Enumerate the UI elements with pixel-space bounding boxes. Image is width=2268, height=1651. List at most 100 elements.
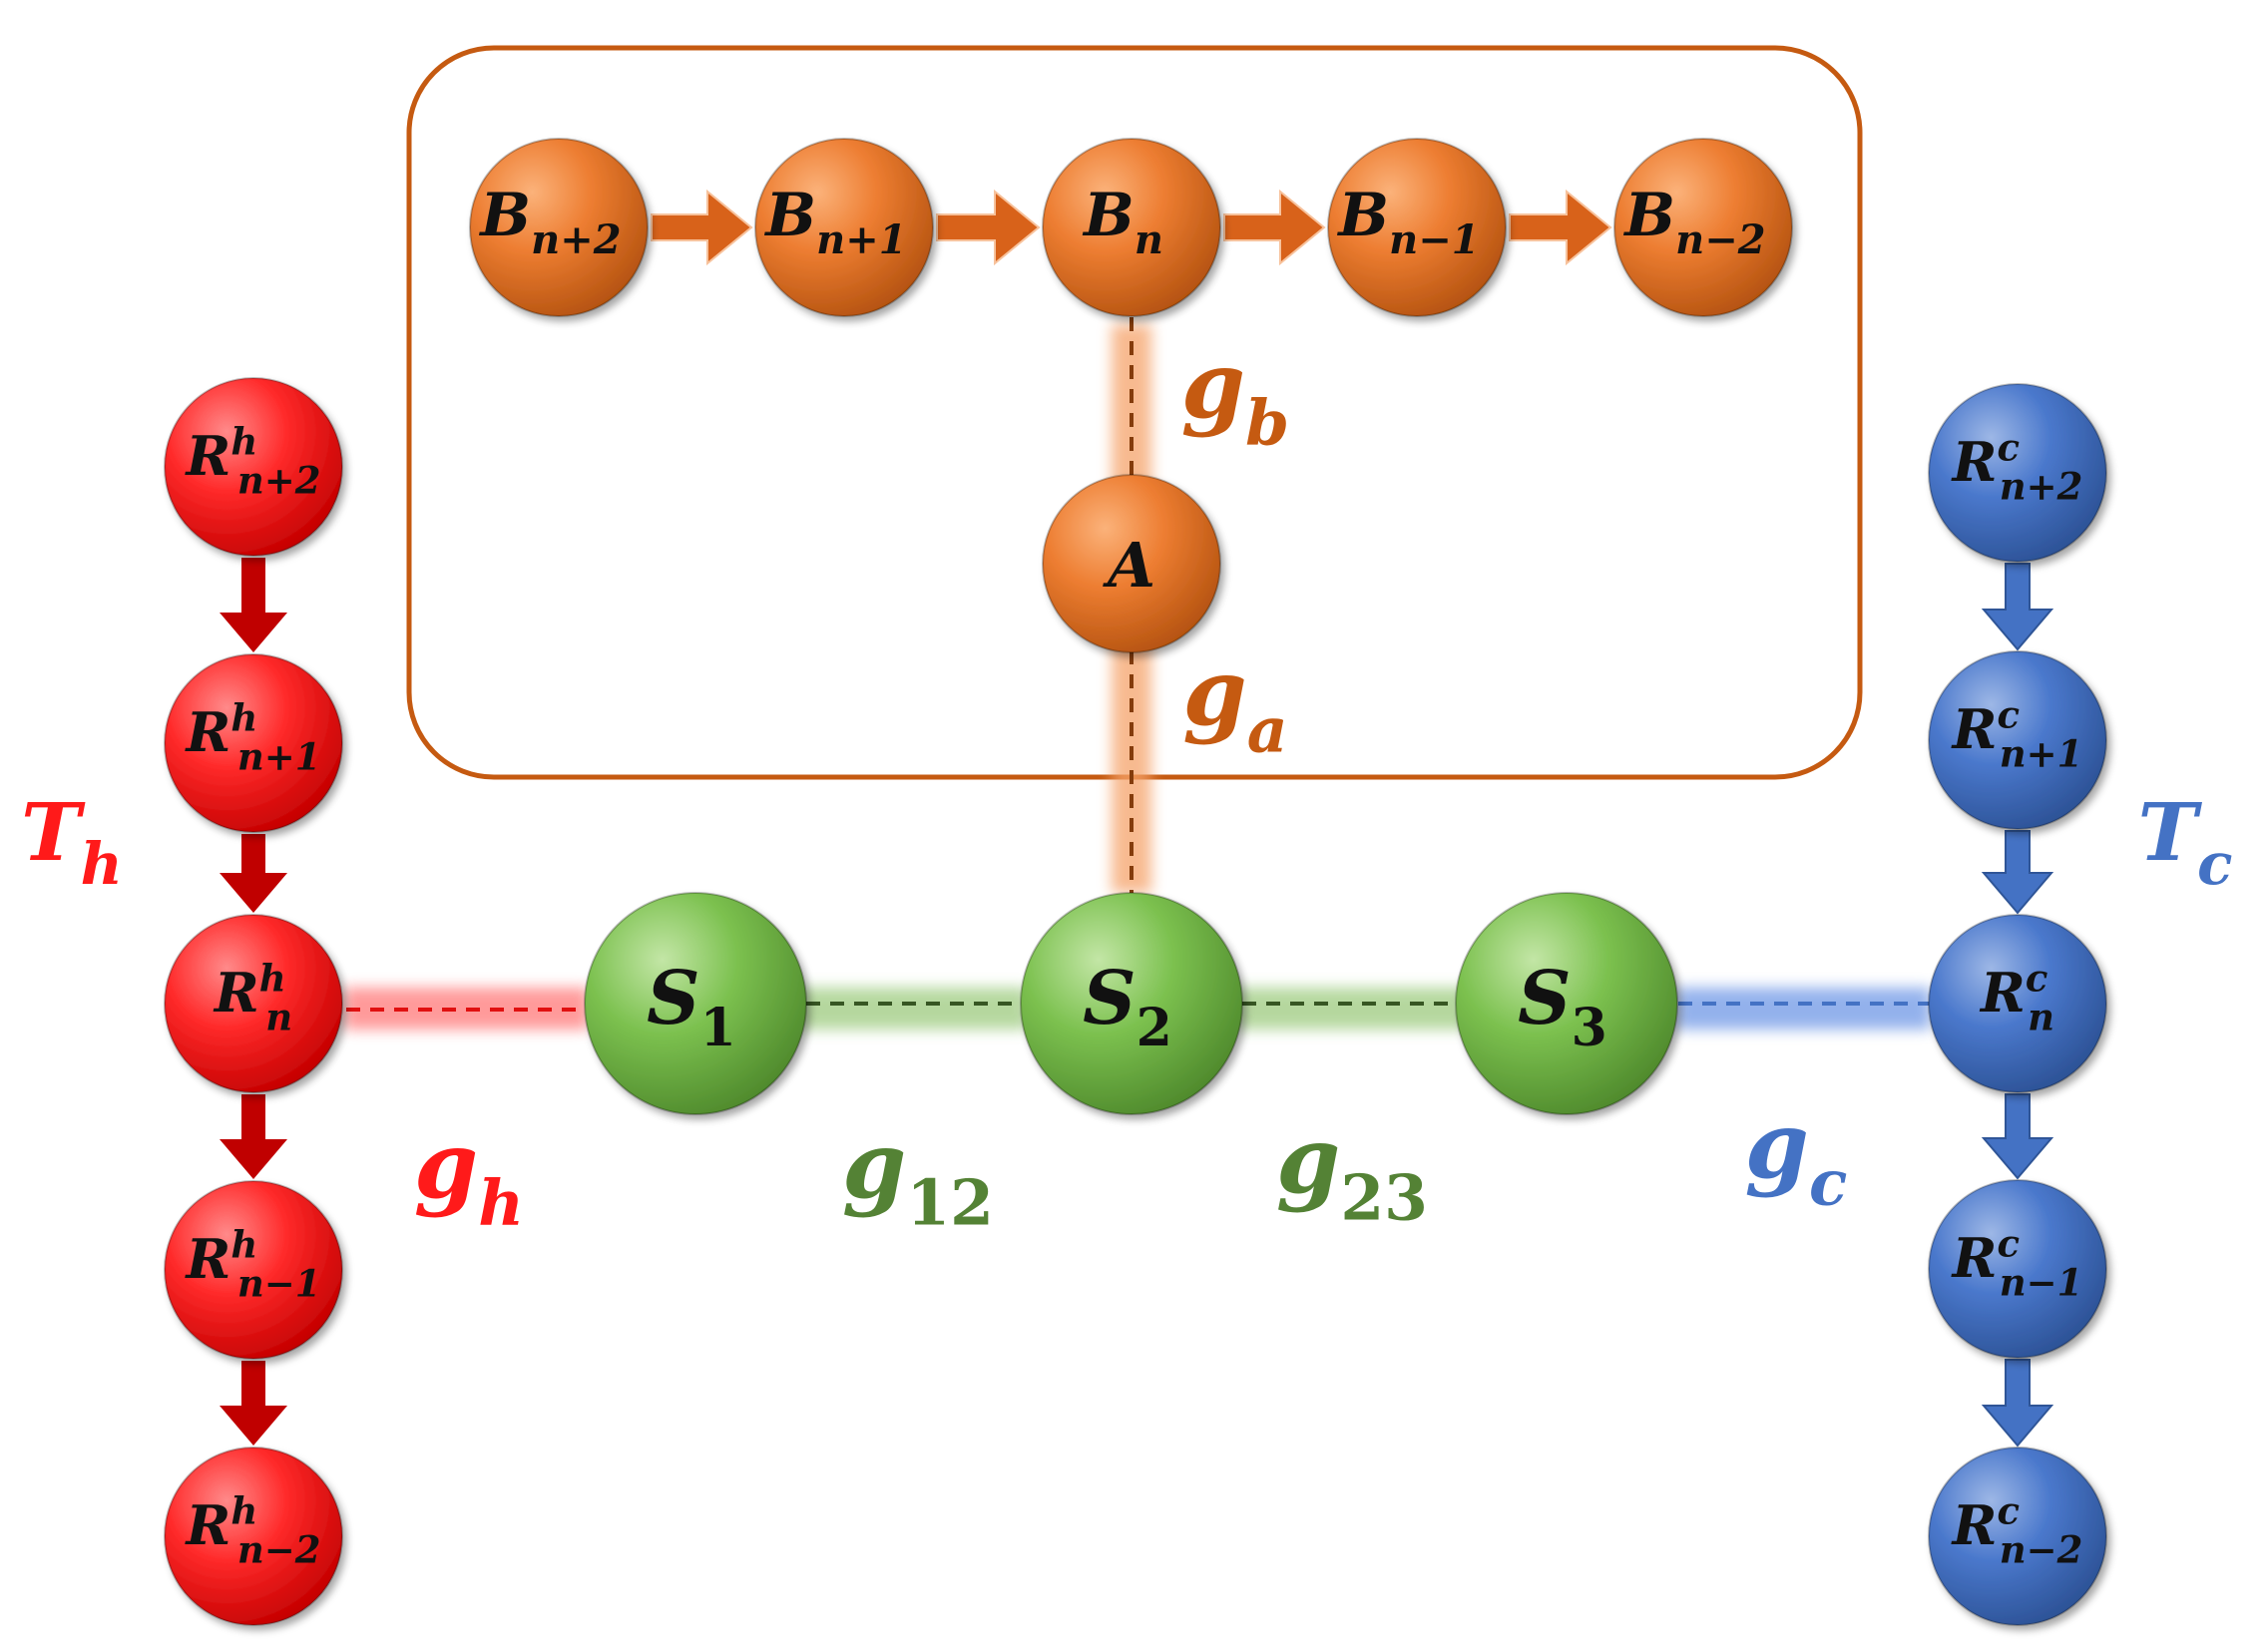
- hot-node-label-2-sub: n+1: [237, 734, 321, 778]
- cold-node-label-5-sup: c: [1998, 1488, 2021, 1532]
- bath-node-3: [1042, 138, 1221, 317]
- bath-node-1: [469, 138, 649, 317]
- glow-gc: [1676, 988, 1931, 1030]
- bath-node-label-5-base: B: [1622, 181, 1675, 250]
- coupling-label-ga-base: g: [1182, 638, 1246, 746]
- hot-arrow-1: [220, 558, 287, 652]
- cold-node-3: [1928, 914, 2107, 1093]
- hot-node-label-3-sub: n: [265, 995, 292, 1038]
- cold-node-label-3-sup: c: [2026, 956, 2048, 1000]
- hot-node-2: [164, 653, 343, 833]
- hot-arrow-2: [220, 834, 287, 913]
- hot-node-label-3-sup: h: [259, 956, 286, 1000]
- coupling-label-g12: g12: [842, 1111, 994, 1240]
- system-node-1: [584, 892, 807, 1115]
- glow-g23: [1237, 988, 1467, 1030]
- bath-node-4: [1327, 138, 1507, 317]
- system-node-label-2-base: S: [1083, 956, 1135, 1041]
- bath-node-label-2-sub: n+1: [816, 216, 906, 263]
- coupling-lines: [346, 317, 1931, 1012]
- cold-node-label-1-sup: c: [1998, 425, 2021, 469]
- hot-node-label-1-sub: n+2: [237, 458, 321, 502]
- bath-arrow-2: [936, 189, 1041, 266]
- system-node-label-3: S3: [1518, 956, 1607, 1058]
- cold-node-label-1-base: R: [1951, 430, 1998, 494]
- hot-node-label-3-base: R: [213, 961, 259, 1025]
- coupling-label-gc: gc: [1745, 1091, 1848, 1220]
- bath-arrow-1: [651, 189, 753, 266]
- coupling-label-g12-base: g: [842, 1111, 906, 1219]
- cold-temperature-label-sub: c: [2197, 830, 2232, 898]
- cold-arrow-4: [1981, 1359, 2054, 1447]
- bath-node-label-1: Bn+2: [478, 181, 621, 263]
- cold-arrow-3: [1981, 1093, 2054, 1180]
- hot-node-3: [164, 914, 343, 1093]
- coupling-label-gb-sub: b: [1245, 386, 1289, 460]
- coupling-label-gh-base: g: [414, 1111, 478, 1219]
- coupling-label-ga: ga: [1182, 638, 1287, 767]
- coupling-label-g12-sub: 12: [906, 1166, 994, 1240]
- coupling-label-g23-base: g: [1276, 1106, 1340, 1214]
- hot-temperature-label-base: T: [21, 785, 86, 879]
- coupling-label-g23: g23: [1276, 1106, 1428, 1235]
- bath-node-label-1-base: B: [478, 181, 531, 250]
- bath-node-label-5-sub: n−2: [1675, 216, 1765, 263]
- bath-node-label-4-base: B: [1336, 181, 1389, 250]
- cold-node-label-4-sup: c: [1998, 1221, 2021, 1265]
- bath-node-label-5: Bn−2: [1622, 181, 1765, 263]
- hot-node-5: [164, 1446, 343, 1626]
- cold-node-label-3-base: R: [1979, 961, 2026, 1025]
- system-node-label-3-base: S: [1518, 956, 1571, 1041]
- cold-arrow-2: [1981, 830, 2054, 915]
- glow-g12: [798, 988, 1028, 1030]
- system-node-3: [1455, 892, 1678, 1115]
- coupling-label-gh: gh: [414, 1111, 524, 1240]
- ancilla-label-base: A: [1103, 529, 1155, 602]
- system-node-label-2: S2: [1083, 956, 1172, 1058]
- hot-node-label-2-sup: h: [230, 695, 257, 739]
- bath-node-label-2: Bn+1: [763, 181, 906, 263]
- arrows: [220, 189, 2054, 1447]
- hot-node-label-4-sup: h: [230, 1222, 257, 1266]
- hot-node-label-1-sup: h: [230, 419, 257, 463]
- coupling-label-gh-sub: h: [478, 1166, 524, 1240]
- ancilla-node: [1042, 474, 1221, 653]
- bath-node-5: [1613, 138, 1793, 317]
- ancilla-label: A: [1103, 529, 1155, 602]
- bath-node-label-3-sub: n: [1134, 216, 1163, 263]
- system-node-label-2-sub: 2: [1136, 998, 1172, 1058]
- cold-temperature-label: Tc: [2138, 785, 2233, 898]
- bath-node-label-3-base: B: [1082, 181, 1134, 250]
- coupling-label-gc-base: g: [1745, 1091, 1809, 1199]
- hot-arrow-4: [220, 1361, 287, 1445]
- cold-arrow-1: [1981, 563, 2054, 651]
- bath-node-label-4-sub: n−1: [1389, 216, 1479, 263]
- bath-node-2: [754, 138, 934, 317]
- hot-node-1: [164, 377, 343, 557]
- cold-node-label-5-sub: n−2: [2000, 1527, 2083, 1571]
- bath-node-label-4: Bn−1: [1336, 181, 1479, 263]
- bath-arrow-3: [1223, 189, 1326, 266]
- system-node-label-1: S1: [647, 956, 736, 1058]
- coupling-label-ga-sub: a: [1247, 693, 1288, 767]
- hot-node-label-4-base: R: [184, 1227, 230, 1291]
- system-node-label-3-sub: 3: [1572, 998, 1607, 1058]
- hot-node-label-5-base: R: [184, 1493, 230, 1557]
- system-node-label-1-sub: 1: [700, 998, 736, 1058]
- cold-node-5: [1928, 1446, 2107, 1626]
- cold-node-label-4-sub: n−1: [2000, 1260, 2083, 1304]
- hot-node-label-2-base: R: [184, 700, 230, 764]
- coupling-label-gb: gb: [1181, 331, 1289, 460]
- cold-node-label-2-sup: c: [1998, 692, 2021, 736]
- cold-node-2: [1928, 650, 2107, 830]
- hot-node-label-5-sub: n−2: [237, 1527, 321, 1571]
- system-node-2: [1020, 892, 1243, 1115]
- hot-node-4: [164, 1180, 343, 1360]
- cold-node-label-3-sub: n: [2028, 995, 2054, 1038]
